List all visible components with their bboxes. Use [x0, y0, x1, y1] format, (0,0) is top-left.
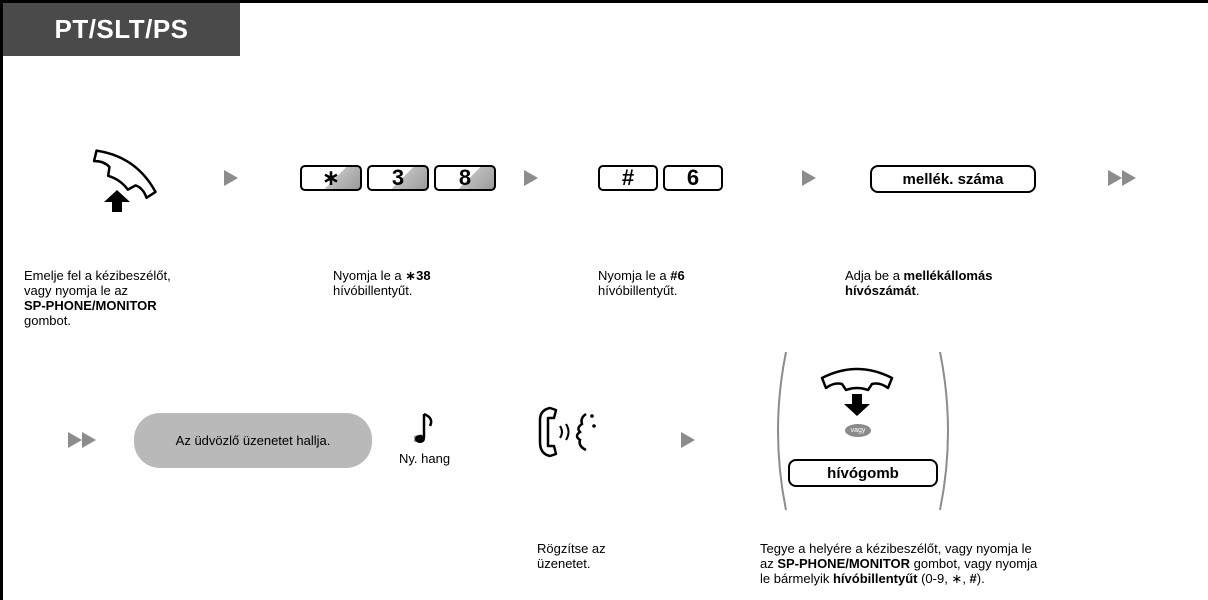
greeting-bubble: Az üdvözlő üzenetet hallja. [134, 413, 372, 468]
music-note-icon [414, 412, 433, 443]
key-6: 6 [663, 165, 723, 191]
step-arrow-icon [681, 432, 695, 448]
step-arrow-icon [524, 170, 538, 186]
header-title: PT/SLT/PS [3, 3, 240, 56]
handset-hangup-icon [820, 367, 894, 416]
key-8: 8 [434, 165, 496, 191]
step-arrow-icon [224, 170, 238, 186]
or-badge: vagy [845, 424, 871, 437]
call-button-key: hívógomb [788, 459, 938, 487]
step1-caption: Emelje fel a kézibeszélőt, vagy nyomja l… [24, 268, 171, 328]
step4-caption: Adja be a mellékállomás hívószámát. [845, 268, 993, 298]
speak-record-icon [538, 406, 596, 458]
right-bracket [939, 351, 949, 511]
final-caption: Tegye a helyére a kézibeszélőt, vagy nyo… [760, 541, 1038, 586]
extension-number-key: mellék. száma [870, 165, 1036, 193]
frame-left-border [0, 0, 3, 600]
double-arrow-icon [1108, 170, 1136, 186]
key-3: 3 [367, 165, 429, 191]
record-caption: Rögzítse az üzenetet. [537, 541, 606, 571]
double-arrow-icon [68, 432, 96, 448]
key-hash: # [598, 165, 658, 191]
frame-top-border [0, 0, 1208, 3]
step3-caption: Nyomja le a #6 hívóbillentyűt. [598, 268, 685, 298]
left-bracket [777, 351, 787, 511]
key-star: ∗ [300, 165, 362, 191]
handset-lift-icon [92, 149, 157, 212]
step2-caption: Nyomja le a ∗38 hívóbillentyűt. [333, 268, 431, 298]
step-arrow-icon [802, 170, 816, 186]
tone-label: Ny. hang [399, 451, 451, 466]
